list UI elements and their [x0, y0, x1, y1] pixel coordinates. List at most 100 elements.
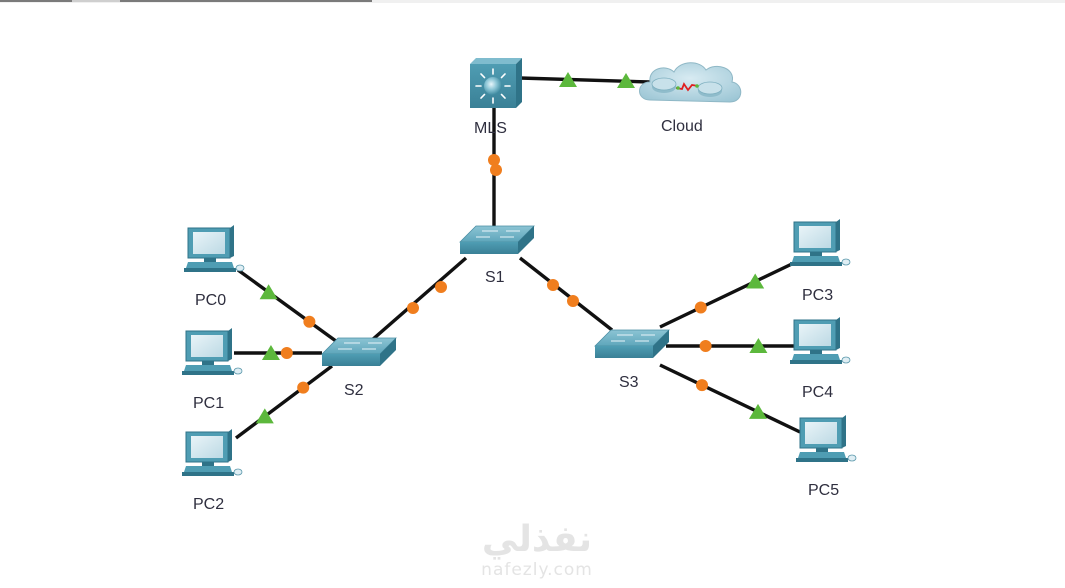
- pc4-link-up-indicator: [749, 338, 768, 353]
- link-s1-s3[interactable]: [518, 256, 614, 332]
- device-label-pc0: PC0: [195, 292, 226, 309]
- device-label-s1: S1: [485, 269, 505, 286]
- link-s2-pc2[interactable]: [234, 364, 334, 440]
- device-label-s2: S2: [344, 382, 364, 399]
- monitor-screen: [799, 324, 831, 346]
- device-label-pc3: PC3: [802, 287, 833, 304]
- pc-pc1[interactable]: [182, 328, 243, 375]
- cloud-device[interactable]: [639, 62, 742, 103]
- s3-link-blocking-indicator: [696, 379, 708, 392]
- pc0-link-up-indicator: [259, 284, 278, 300]
- serial-up-dot: [695, 84, 699, 88]
- link-s2-pc0[interactable]: [237, 268, 341, 346]
- watermark: نفذلي nafezly.com: [462, 520, 612, 581]
- pc-pc5[interactable]: [796, 415, 857, 462]
- keyboard: [184, 365, 232, 371]
- switch-arrows-icon: [611, 334, 655, 342]
- monitor-side: [230, 225, 234, 258]
- switch-arrows-icon: [338, 342, 382, 350]
- cable-line[interactable]: [659, 363, 801, 434]
- link-s1-s2[interactable]: [370, 256, 468, 342]
- computer-base: [790, 262, 842, 266]
- keyboard: [792, 256, 840, 262]
- device-label-pc4: PC4: [802, 384, 833, 401]
- s2-link-blocking-indicator: [407, 302, 419, 314]
- mouse-icon: [233, 468, 243, 476]
- s1-link-blocking-indicator: [490, 164, 502, 176]
- mouse-icon: [841, 258, 851, 266]
- monitor-screen: [805, 422, 837, 444]
- switch-side-face: [653, 330, 669, 358]
- cable-line[interactable]: [234, 364, 334, 440]
- monitor-side: [228, 328, 232, 361]
- device-label-pc2: PC2: [193, 496, 224, 513]
- links-layer: [234, 72, 801, 440]
- computer-base: [182, 371, 234, 375]
- scrollbar-track[interactable]: [0, 0, 372, 2]
- keyboard: [186, 262, 234, 268]
- monitor-side: [836, 317, 840, 350]
- monitor-side: [228, 429, 232, 462]
- link-s2-pc1[interactable]: [234, 345, 322, 360]
- s2-link-blocking-indicator: [297, 381, 310, 394]
- mouse-icon: [235, 264, 245, 272]
- serial-link-icon: [675, 82, 699, 92]
- cable-line[interactable]: [370, 256, 468, 342]
- mls-link-up-indicator: [559, 72, 577, 87]
- router-top-icon: [651, 77, 677, 91]
- pc-pc3[interactable]: [790, 219, 851, 266]
- monitor-side: [836, 219, 840, 252]
- cable-line[interactable]: [237, 268, 341, 346]
- cable-line[interactable]: [659, 260, 797, 329]
- s2-link-blocking-indicator: [280, 347, 293, 359]
- computer-base: [182, 472, 234, 476]
- s3-link-blocking-indicator: [567, 295, 579, 307]
- switch-front-face: [460, 242, 518, 254]
- switch-s1[interactable]: [459, 225, 535, 254]
- link-s3-pc5[interactable]: [659, 363, 801, 434]
- pc-pc4[interactable]: [790, 317, 851, 364]
- device-label-pc1: PC1: [193, 395, 224, 412]
- switch-s2[interactable]: [321, 337, 397, 366]
- monitor-screen: [191, 335, 223, 357]
- pc2-link-up-indicator: [255, 408, 274, 424]
- monitor-stand: [816, 448, 828, 452]
- computer-base: [796, 458, 848, 462]
- device-label-pc5: PC5: [808, 482, 839, 499]
- s1-link-blocking-indicator: [547, 279, 559, 291]
- link-mls-cloud[interactable]: [519, 72, 651, 88]
- mouse-icon: [841, 356, 851, 364]
- switch-s3[interactable]: [594, 329, 670, 358]
- switch-side-face: [518, 226, 534, 254]
- s3-link-blocking-indicator: [699, 340, 712, 352]
- pc-pc2[interactable]: [182, 429, 243, 476]
- multilayer-switch-mls[interactable]: [470, 58, 522, 108]
- top-scrollbar[interactable]: [0, 0, 1065, 3]
- mouse-icon: [233, 367, 243, 375]
- computer-base: [790, 360, 842, 364]
- s2-link-blocking-indicator: [303, 315, 316, 328]
- switch-front-face: [595, 346, 653, 358]
- link-mls-s1[interactable]: [488, 108, 502, 226]
- monitor-stand: [810, 350, 822, 354]
- mls-core-orb-icon: [484, 77, 502, 95]
- keyboard: [792, 354, 840, 360]
- switch-front-face: [322, 354, 380, 366]
- pc5-link-up-indicator: [749, 403, 767, 419]
- labels-layer: MLS Cloud S1 S2 S3 PC0 PC1 PC2 PC3 PC4 P…: [193, 118, 839, 513]
- device-label-cloud: Cloud: [661, 118, 703, 135]
- link-s3-pc4[interactable]: [666, 338, 798, 353]
- mls-top-face: [470, 58, 522, 64]
- pc1-link-up-indicator: [261, 345, 280, 360]
- mls-link-blocking-indicator: [488, 154, 500, 166]
- monitor-side: [842, 415, 846, 448]
- scrollbar-thumb[interactable]: [72, 0, 120, 2]
- link-s3-pc3[interactable]: [659, 260, 797, 329]
- cable-line[interactable]: [518, 256, 614, 332]
- watermark-latin: nafezly.com: [481, 560, 593, 580]
- device-label-mls: MLS: [474, 120, 507, 137]
- pc3-link-up-indicator: [746, 273, 765, 289]
- pc-pc0[interactable]: [184, 225, 245, 272]
- s3-link-blocking-indicator: [694, 301, 707, 314]
